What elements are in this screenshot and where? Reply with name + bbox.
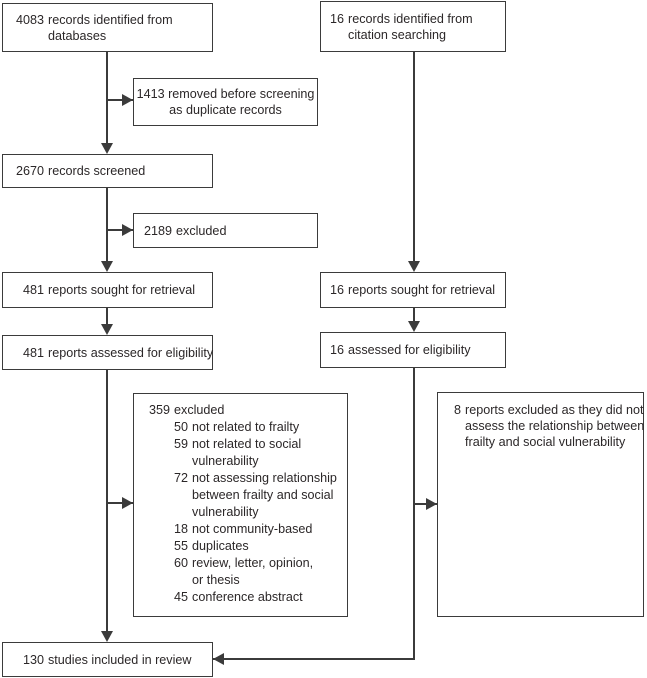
box-text-line: reports sought for retrieval <box>348 283 496 297</box>
box-text-line: records identified from <box>348 11 473 26</box>
line-citation-to-sought <box>413 52 415 262</box>
box-text-line: excluded <box>174 403 225 417</box>
reason-count: 72 <box>174 471 189 485</box>
box-text-line: excluded <box>176 223 227 238</box>
box-text-line: assessed for eligibility <box>348 343 471 357</box>
line-databases-to-screened <box>106 52 108 144</box>
reason-text-line: not community-based <box>192 522 313 536</box>
box-text-line: records screened <box>48 164 146 178</box>
line-branch-citation-excluded <box>414 503 437 505</box>
line-screened-to-sought <box>106 188 108 262</box>
box-number: 130 <box>22 652 44 667</box>
box-number: 16 <box>330 11 345 26</box>
reason-count: 60 <box>174 556 189 570</box>
box-excluded-after-screening: 2189 excluded <box>133 213 318 248</box>
line-branch-eligibility-excluded <box>107 502 133 504</box>
box-text-line: databases <box>48 28 107 43</box>
line-assessed-to-included <box>106 370 108 632</box>
reason-text-line: vulnerability <box>192 454 259 468</box>
box-number: 16 <box>330 343 345 357</box>
box-removed-before-screening: 1413 removed before screening as duplica… <box>133 78 318 126</box>
arrowhead-into-assessed-left <box>101 324 113 335</box>
reason-text-line: not related to social <box>192 437 302 451</box>
box-reports-sought-databases: 481 reports sought for retrieval <box>2 272 213 308</box>
box-number: 8 <box>454 403 462 417</box>
box-number: 4083 <box>15 12 44 27</box>
box-number: 16 <box>330 283 345 297</box>
box-text-line: citation searching <box>348 27 447 42</box>
arrowhead-into-records-screened <box>101 143 113 154</box>
line-branch-screening-excluded <box>107 229 133 231</box>
box-records-from-citation-searching: 16 records identified from citation sear… <box>320 1 506 52</box>
reason-count: 50 <box>174 420 189 434</box>
box-number: 2189 <box>144 223 173 238</box>
exclusion-reason: 60 review, letter, opinion, or thesis <box>174 555 337 589</box>
box-records-screened: 2670 records screened <box>2 154 213 188</box>
box-reports-sought-citation: 16 reports sought for retrieval <box>320 272 506 308</box>
reason-count: 45 <box>174 590 189 604</box>
box-text-line: 1413 removed before screening <box>136 87 315 101</box>
box-text-line: studies included in review <box>48 652 192 667</box>
reason-text-line: vulnerability <box>192 505 259 519</box>
exclusion-reason: 18 not community-based <box>174 521 337 538</box>
box-text-line: as duplicate records <box>169 103 282 117</box>
arrowhead-into-citation-excluded <box>426 498 437 510</box>
reason-count: 18 <box>174 522 189 536</box>
box-text-line: reports sought for retrieval <box>48 283 195 297</box>
arrowhead-into-eligibility-excluded <box>122 497 133 509</box>
arrowhead-into-sought-right <box>408 261 420 272</box>
exclusion-reason: 55 duplicates <box>174 538 337 555</box>
exclusion-reason: 50 not related to frailty <box>174 419 337 436</box>
reason-text-line: conference abstract <box>192 590 303 604</box>
arrowhead-into-screening-excluded <box>122 224 133 236</box>
box-number: 481 <box>22 283 44 297</box>
reason-text-line: not related to frailty <box>192 420 300 434</box>
exclusion-reason: 72 not assessing relationship between fr… <box>174 470 337 521</box>
line-sought-to-assessed-left <box>106 308 108 325</box>
box-number: 359 <box>149 403 171 417</box>
box-excluded-eligibility-reasons: 359 excluded 50 not related to frailty 5… <box>133 393 348 617</box>
reason-count: 59 <box>174 437 189 451</box>
reason-text-line: not assessing relationship <box>192 471 337 485</box>
line-sought-to-assessed-right <box>413 308 415 322</box>
box-text-line: assess the relationship between <box>465 419 645 433</box>
box-reports-excluded-citation: 8 reports excluded as they did not asses… <box>437 392 644 617</box>
box-text-line: frailty and social vulnerability <box>465 435 626 449</box>
box-studies-included: 130 studies included in review <box>2 642 213 677</box>
box-number: 481 <box>22 345 44 360</box>
line-branch-duplicates <box>107 99 133 101</box>
reason-text-line: or thesis <box>192 573 240 587</box>
line-citation-to-included <box>213 658 415 660</box>
box-records-from-databases: 4083 records identified from databases <box>2 3 213 52</box>
arrowhead-into-included <box>101 631 113 642</box>
exclusion-reason: 59 not related to social vulnerability <box>174 436 337 470</box>
arrowhead-citation-into-included <box>213 653 224 665</box>
exclusion-reason: 45 conference abstract <box>174 589 337 606</box>
reason-text-line: review, letter, opinion, <box>192 556 314 570</box>
box-assessed-eligibility-citation: 16 assessed for eligibility <box>320 332 506 368</box>
arrowhead-into-assessed-right <box>408 321 420 332</box>
box-text-line: reports assessed for eligibility <box>48 345 214 360</box>
line-assessed-right-down <box>413 368 415 660</box>
reason-count: 55 <box>174 539 189 553</box>
arrowhead-into-duplicates-removed <box>122 94 133 106</box>
box-number: 2670 <box>15 164 44 178</box>
reason-text-line: duplicates <box>192 539 249 553</box>
arrowhead-into-sought-left <box>101 261 113 272</box>
box-text-line: reports excluded as they did not <box>465 403 644 417</box>
box-text-line: records identified from <box>48 12 173 27</box>
reason-text-line: between frailty and social <box>192 488 334 502</box>
box-reports-assessed-eligibility: 481 reports assessed for eligibility <box>2 335 213 370</box>
